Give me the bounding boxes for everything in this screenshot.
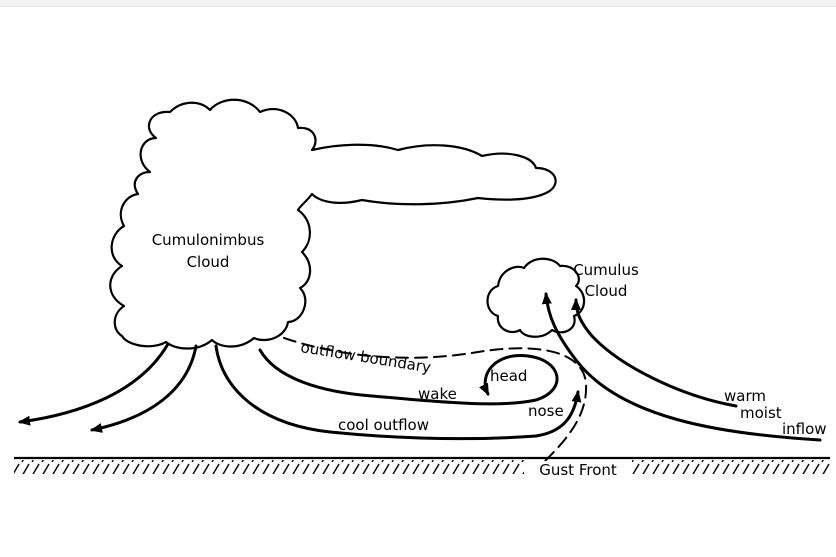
downdraft-arrow-left	[18, 342, 170, 426]
cumulonimbus-cloud	[109, 98, 557, 350]
cool-outflow-arrow	[214, 344, 582, 441]
cumulonimbus-label-line1: Cumulonimbus	[152, 231, 265, 249]
moist-label: moist	[740, 404, 782, 422]
nose-label: nose	[528, 402, 564, 420]
outflow-boundary-label: outflow boundary	[299, 338, 432, 376]
head-label: head	[490, 367, 527, 385]
window-top-strip	[0, 0, 836, 7]
cumulonimbus-label-line2: Cloud	[187, 253, 230, 271]
ground	[14, 456, 830, 474]
cool-outflow-label: cool outflow	[338, 416, 429, 434]
cumulus-cloud	[486, 257, 586, 338]
outflow-boundary-line	[283, 337, 588, 469]
wake-label: wake	[418, 385, 457, 403]
downdraft-arrow-center	[90, 344, 198, 433]
cumulus-label-line2: Cloud	[585, 282, 628, 300]
warm-inflow-arrow-outer	[541, 292, 822, 442]
wake-head-recirculation-arrow	[258, 348, 559, 406]
cumulus-label-line1: Cumulus	[573, 261, 639, 279]
gust-front-label: Gust Front	[539, 461, 617, 479]
warm-inflow-arrow-inner	[571, 298, 738, 408]
inflow-label: inflow	[782, 420, 827, 438]
warm-label: warm	[724, 387, 766, 405]
gust-front-label-backing	[526, 461, 630, 479]
